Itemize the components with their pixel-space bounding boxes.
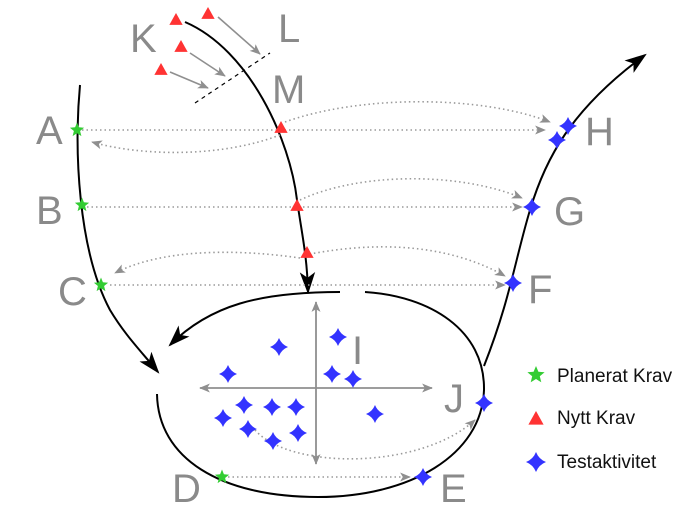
legend-test-label: Testaktivitet xyxy=(557,452,657,473)
test-activity-marker xyxy=(289,424,307,442)
test-activity-marks xyxy=(214,117,577,486)
legend-icons xyxy=(526,366,546,472)
new-triangle-marker xyxy=(201,7,215,19)
new-triangle-marker xyxy=(300,246,314,258)
planned-requirements-curve xyxy=(76,84,160,374)
ellipse-feed-arrow xyxy=(168,291,341,347)
new-triangle-marker xyxy=(169,13,183,25)
test-activity-marker xyxy=(214,409,232,427)
test-activity-marker xyxy=(264,432,282,450)
test-activity-marker xyxy=(344,370,362,388)
kl-dashed-line xyxy=(194,52,271,104)
new-triangle-marker xyxy=(290,199,304,211)
test-activity-marker xyxy=(239,420,257,438)
label-b: B xyxy=(36,189,63,233)
test-cycle-ellipse xyxy=(156,291,486,499)
test-activity-marker xyxy=(219,365,237,383)
planned-star-marker xyxy=(214,469,230,484)
planned-requirement-marks xyxy=(69,122,230,484)
test-activity-marker xyxy=(263,398,281,416)
new-triangle-marker xyxy=(274,121,288,133)
planned-star-marker xyxy=(74,197,90,212)
label-e: E xyxy=(440,467,467,509)
label-i: I xyxy=(352,329,363,373)
test-activity-marker xyxy=(270,338,288,356)
label-m: M xyxy=(272,68,305,112)
label-c: C xyxy=(58,270,87,314)
test-activity-marker xyxy=(548,131,566,149)
legend-planned-label: Planerat Krav xyxy=(557,366,673,387)
test-activity-marker xyxy=(504,274,522,292)
test-activity-marker xyxy=(559,117,577,135)
legend-spark-icon xyxy=(526,452,546,472)
legend-new-label: Nytt Krav xyxy=(557,408,636,429)
test-activity-marker xyxy=(323,365,341,383)
test-activity-marker xyxy=(235,396,253,414)
test-activity-marker xyxy=(414,468,432,486)
planned-star-marker xyxy=(69,122,85,137)
label-j: J xyxy=(444,377,464,421)
new-triangle-marker xyxy=(154,63,168,75)
label-h: H xyxy=(585,110,614,154)
incoming-arrows xyxy=(169,16,261,89)
test-activity-marker xyxy=(523,198,541,216)
point-labels: K L M A B C H G F I J D E xyxy=(36,7,614,511)
planned-star-marker xyxy=(93,277,109,292)
test-activity-marker xyxy=(366,405,384,423)
label-k: K xyxy=(130,17,157,61)
test-activity-marker xyxy=(287,398,305,416)
label-l: L xyxy=(278,7,300,51)
test-activity-marker xyxy=(475,394,493,412)
label-a: A xyxy=(36,109,63,153)
legend-star-icon xyxy=(527,366,545,383)
label-g: G xyxy=(554,190,585,234)
test-activity-marker xyxy=(329,328,347,346)
dotted-connections xyxy=(82,101,551,482)
cluster-axes xyxy=(199,301,433,465)
legend-triangle-icon xyxy=(528,411,544,425)
new-triangle-marker xyxy=(174,40,188,52)
label-d: D xyxy=(172,467,201,509)
label-f: F xyxy=(528,268,552,312)
new-requirement-marks xyxy=(154,7,314,258)
